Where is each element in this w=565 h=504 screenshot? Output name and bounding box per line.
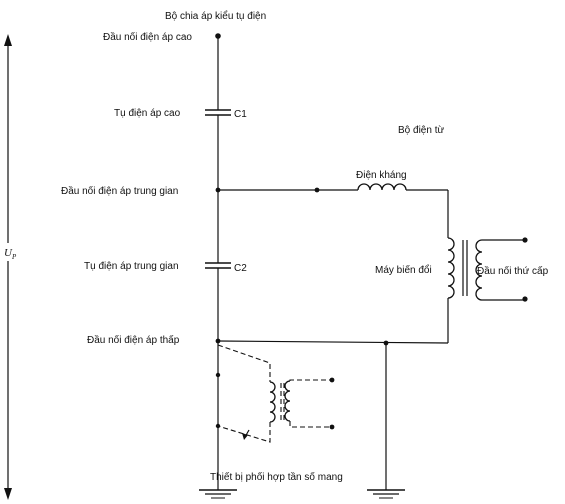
electromagnetic-unit-label: Bộ điện từ <box>398 125 444 136</box>
reactor-label: Điện kháng <box>356 170 407 181</box>
secondary-terminal-bottom <box>522 296 528 302</box>
c1-label: C1 <box>234 109 247 120</box>
carrier-coupling-label: Thiết bị phối hợp tần số mang <box>210 471 343 483</box>
ground-symbol-right <box>367 489 405 499</box>
voltage-label: UP <box>4 247 17 261</box>
high-voltage-node <box>215 33 221 39</box>
intermediate-terminal-label: Đầu nối điện áp trung gian <box>61 185 178 197</box>
carrier-coupling-device <box>215 344 335 443</box>
ground-symbol-left <box>199 489 237 499</box>
voltage-arrow: UP <box>3 34 17 500</box>
low-voltage-wire <box>217 340 449 344</box>
capacitor-c2 <box>205 262 231 269</box>
hv-capacitor-label: Tụ điện áp cao <box>114 108 181 119</box>
transformer-label: Máy biến đổi <box>375 264 432 276</box>
diagram-title: Bộ chia áp kiểu tụ điện <box>165 10 266 22</box>
high-voltage-terminal-label: Đầu nối điện áp cao <box>103 31 192 43</box>
reactor-coil <box>357 183 407 191</box>
low-voltage-terminal-label: Đầu nối điện áp thấp <box>87 334 180 346</box>
intermediate-capacitor-label: Tụ điện áp trung gian <box>84 261 179 272</box>
secondary-terminal-label: Đầu nối thứ cấp <box>477 265 549 277</box>
secondary-terminal-top <box>522 237 528 243</box>
c2-label: C2 <box>234 263 247 274</box>
transformer-primary-coil <box>447 237 455 299</box>
reactor-node <box>314 187 320 193</box>
transformer-secondary-coil <box>475 239 483 301</box>
capacitor-c1 <box>205 109 231 116</box>
